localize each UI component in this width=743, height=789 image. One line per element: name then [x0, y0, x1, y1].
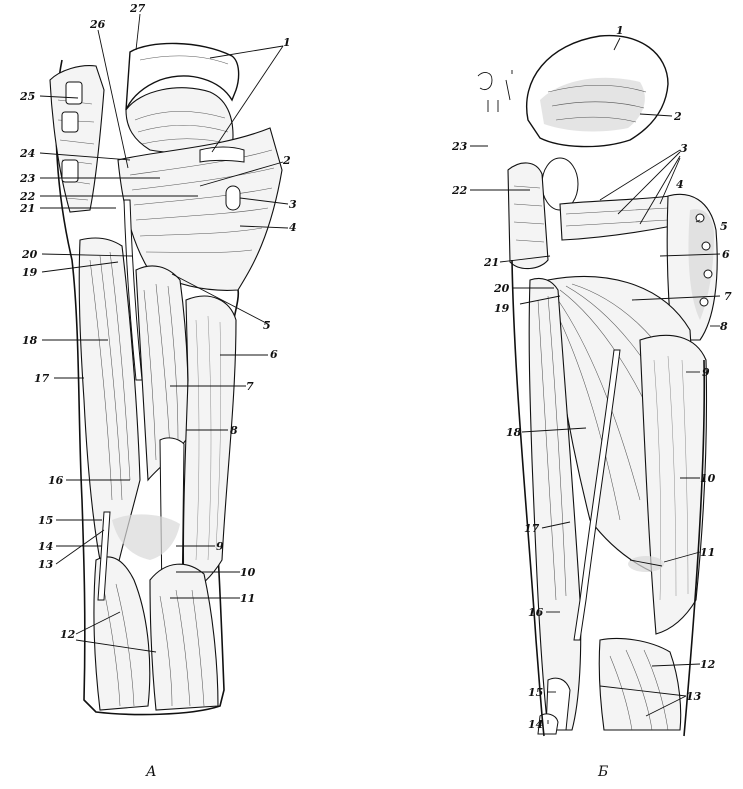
figure-b-label-2: 2 [673, 110, 682, 123]
figure-a-label-12: 12 [60, 628, 76, 641]
figure-a-caption: А [145, 764, 157, 780]
figure-b-label-9: 9 [702, 366, 710, 379]
figure-b-label-16: 16 [528, 606, 544, 619]
figure-a-label-23: 23 [19, 172, 36, 185]
figure-a-label-16: 16 [48, 474, 64, 487]
figure-b-label-15: 15 [528, 686, 543, 699]
figure-a-label-20: 20 [21, 248, 38, 261]
figure-b-drawing [477, 34, 718, 737]
figure-b-label-6: 6 [722, 248, 730, 261]
figure-a-label-8: 8 [230, 424, 238, 437]
figure-b-label-21: 21 [483, 256, 499, 269]
figure-a-label-1: 1 [283, 36, 291, 49]
figure-a-label-19: 19 [22, 266, 38, 279]
figure-b-label-12: 12 [700, 658, 716, 671]
figure-b-label-23: 23 [451, 140, 468, 153]
figure-a-label-11: 11 [240, 592, 255, 605]
figure-a-drawing [49, 42, 283, 716]
figure-a-label-10: 10 [240, 566, 256, 579]
figure-a-label-24: 24 [19, 147, 35, 160]
figure-b-label-3: 3 [680, 142, 688, 155]
figure-b-caption: Б [597, 764, 608, 780]
figure-a-label-2: 2 [282, 154, 291, 167]
figure-b-label-4: 4 [676, 178, 684, 191]
figure-b-labels: 1 2 3 4 5 6 7 8 9 10 11 12 13 14 15 16 1… [451, 24, 732, 780]
figure-b-label-7: 7 [724, 290, 732, 303]
figure-b-label-11: 11 [700, 546, 715, 559]
figure-a-label-4: 4 [289, 221, 297, 234]
figure-b-label-1: 1 [616, 24, 624, 37]
figure-a-label-26: 26 [89, 18, 106, 31]
figure-a-labels: 1 2 3 4 5 6 7 8 9 10 11 12 13 14 15 16 1… [19, 2, 297, 780]
figure-b-label-8: 8 [720, 320, 728, 333]
figure-a-label-15: 15 [38, 514, 53, 527]
figure-b-label-22: 22 [451, 184, 468, 197]
figure-a-label-6: 6 [270, 348, 278, 361]
figure-b-label-14: 14 [528, 718, 543, 731]
figure-a-label-5: 5 [263, 319, 271, 332]
figure-a-label-9: 9 [216, 540, 224, 553]
figure-b-leaders [470, 37, 721, 724]
figure-a-label-22: 22 [19, 190, 36, 203]
figure-b-label-18: 18 [506, 426, 522, 439]
figure-a-label-14: 14 [38, 540, 53, 553]
figure-a-label-17: 17 [34, 372, 50, 385]
figure-b-label-17: 17 [524, 522, 540, 535]
figure-b-label-19: 19 [494, 302, 510, 315]
figure-a-label-3: 3 [289, 198, 297, 211]
figure-a-label-13: 13 [38, 558, 54, 571]
figure-b-label-5: 5 [720, 220, 728, 233]
figure-a-label-7: 7 [246, 380, 254, 393]
figure-b-label-20: 20 [493, 282, 510, 295]
figure-a-label-27: 27 [129, 2, 146, 15]
figure-b-label-13: 13 [686, 690, 702, 703]
figure-a-label-25: 25 [19, 90, 35, 103]
figure-a-leaders [39, 13, 289, 653]
figure-b-label-10: 10 [700, 472, 716, 485]
figure-a-label-18: 18 [22, 334, 38, 347]
figure-a-label-21: 21 [19, 202, 35, 215]
